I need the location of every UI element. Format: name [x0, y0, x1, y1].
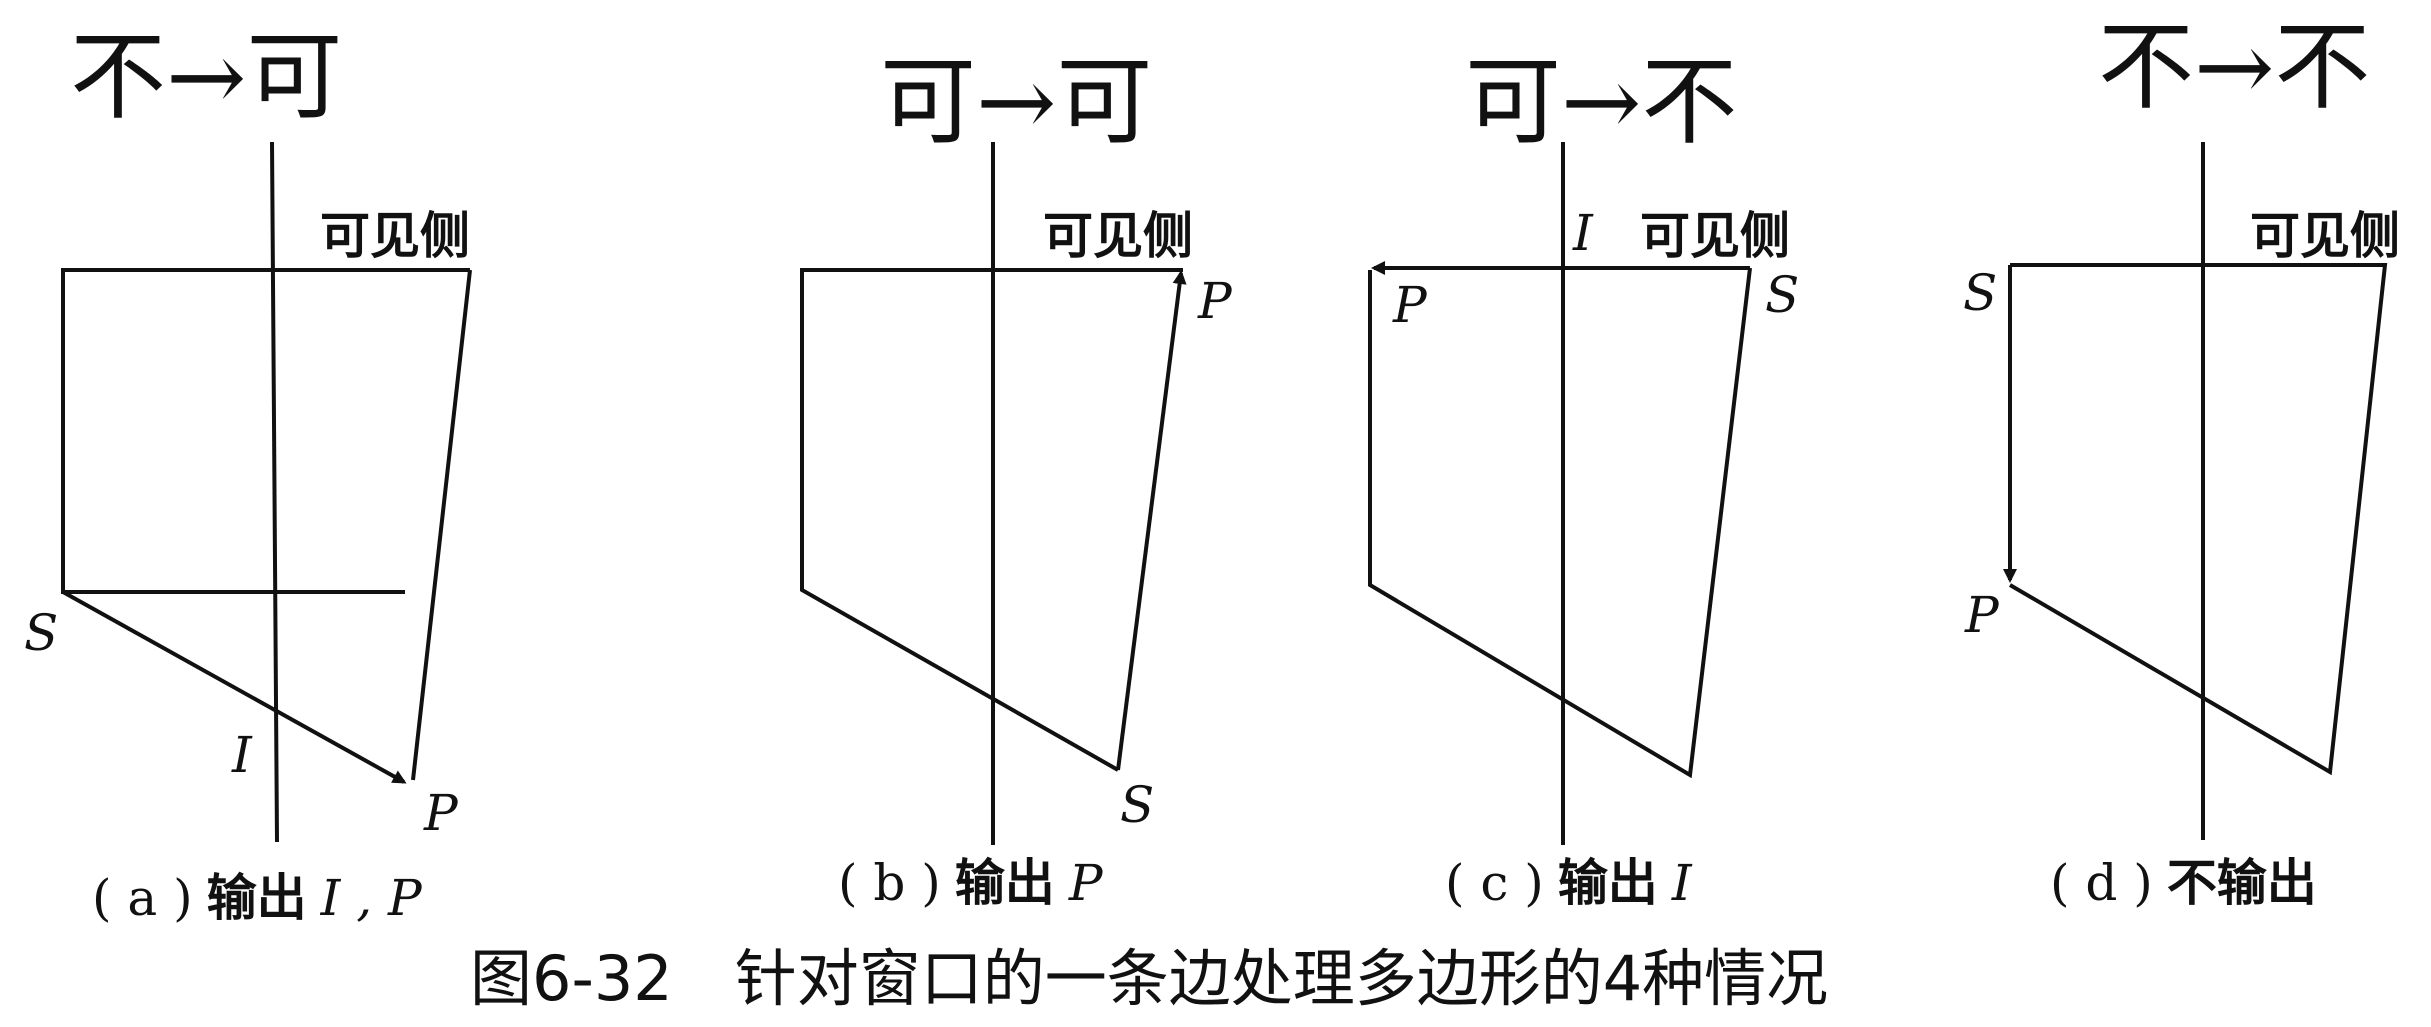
panel-c-visible-side-label: 可见侧 [1640, 207, 1790, 265]
panel-b-handwritten-note: 可→可 [880, 46, 1152, 158]
panel-b-visible-side-label: 可见侧 [1043, 207, 1193, 265]
panel-a-clip-edge [270, 141, 279, 843]
panel-c-polygon [1368, 267, 1752, 779]
panel-c: 可→不 I 可见侧 P S ( c ) 输出 I [1368, 46, 1799, 912]
panel-d-label-s: S [1963, 264, 1997, 322]
panel-c-handwritten-note: 可→不 [1465, 46, 1737, 158]
panel-a-visible-side-label: 可见侧 [320, 207, 470, 265]
panel-d-caption-paren: ( d ) [2050, 854, 2153, 912]
panel-b-label-s: S [1120, 776, 1154, 834]
panel-c-label-i: I [1572, 204, 1594, 262]
panel-c-caption-text: 输出 [1558, 854, 1658, 912]
panel-a-edge-visible [411, 269, 472, 781]
panel-a-polygon [61, 268, 470, 594]
panel-d-caption-text: 不输出 [2167, 854, 2317, 912]
panel-b-caption-vars: P [1068, 854, 1104, 912]
panel-c-label-s: S [1765, 266, 1799, 324]
panel-d-label-p: P [1964, 586, 2000, 644]
panel-d: 不→不 可见侧 S P ( d ) 不输出 [1963, 11, 2400, 912]
panel-a-label-i: I [231, 726, 253, 784]
panel-c-caption-paren: ( c ) [1445, 854, 1544, 912]
panel-b-label-p: P [1197, 272, 1233, 330]
panel-a: 不→可 可见侧 S I P ( a ) 输出 I , P [24, 21, 472, 927]
panel-a-handwritten-note: 不→可 [70, 21, 342, 133]
panel-a-caption-text: 输出 [207, 869, 307, 927]
panel-c-caption: ( c ) 输出 I [1445, 854, 1693, 912]
panel-b-arrow-s-to-p [1116, 270, 1187, 771]
panel-b: 可→可 可见侧 P S ( b ) 输出 P [800, 46, 1233, 912]
panel-a-caption: ( a ) 输出 I , P [92, 869, 423, 927]
panel-a-label-s: S [24, 604, 58, 662]
panel-d-caption: ( d ) 不输出 [2050, 854, 2317, 912]
panel-b-caption-text: 输出 [955, 854, 1055, 912]
panel-c-label-p: P [1392, 276, 1428, 334]
panel-d-handwritten-note: 不→不 [2098, 11, 2370, 123]
figure-title: 图6-32 针对窗口的一条边处理多边形的4种情况 [470, 942, 1828, 1015]
panel-a-arrow-s-to-p [62, 590, 407, 784]
panel-c-caption-vars: I [1671, 854, 1693, 912]
panel-b-polygon [800, 268, 1183, 772]
panel-b-caption: ( b ) 输出 P [838, 854, 1104, 912]
panel-a-label-p: P [423, 784, 459, 842]
panel-a-caption-vars: I , P [320, 869, 423, 927]
panel-b-caption-paren: ( b ) [838, 854, 941, 912]
panel-d-polygon [2008, 263, 2388, 776]
panel-a-caption-paren: ( a ) [92, 869, 193, 927]
panel-d-visible-side-label: 可见侧 [2250, 207, 2400, 265]
